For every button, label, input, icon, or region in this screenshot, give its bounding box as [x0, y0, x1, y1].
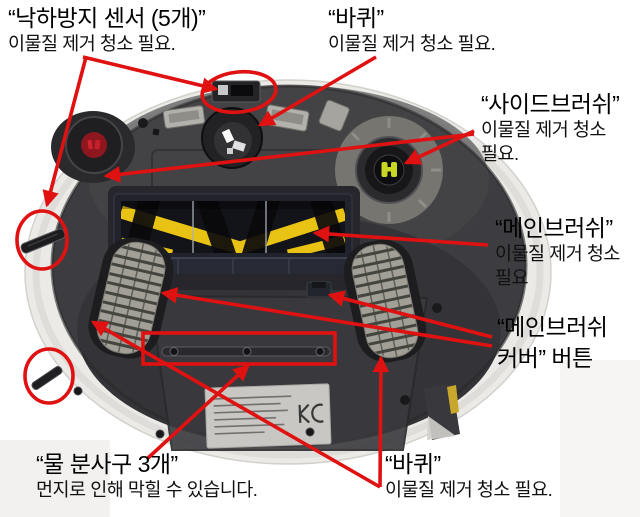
callout-side-brush: “사이드브러쉬” 이물질 제거 청소 필요. [481, 90, 620, 166]
annotation-arrow-drop-sensor-front [82, 55, 219, 94]
sensor-window [318, 99, 350, 132]
red-annotations [15, 55, 493, 489]
callout-title: “바퀴” [328, 5, 384, 31]
annotation-arrow-wheel-right [372, 355, 390, 488]
callout-cover-button: “메인브러쉬 커버” 버튼 [497, 312, 608, 374]
callout-desc: 이물질 제거 청소 [495, 243, 620, 264]
callout-title: “바퀴” [385, 451, 441, 477]
callout-desc: 필요 [495, 267, 529, 288]
callout-desc: 필요. [481, 143, 519, 164]
water-nozzles [161, 346, 331, 357]
wheel-left [88, 237, 174, 359]
sensor-window [162, 105, 206, 129]
annotation-arrow-caster-wheel [257, 55, 377, 127]
annotation-rect-water-nozzles [141, 331, 337, 366]
side-brush-mount-left [51, 111, 135, 183]
annotation-arrow-wheel-left [90, 320, 381, 489]
callout-desc: 이물질 제거 청소 필요. [8, 33, 176, 54]
product-label [204, 383, 332, 449]
callout-water-nozzle: “물 분사구 3개” 먼지로 인해 막힐 수 있습니다. [36, 450, 258, 502]
cliff-sensor-front [211, 80, 261, 103]
callout-title: “사이드브러쉬” [481, 91, 620, 117]
annotation-circle-left-sensor [15, 209, 69, 271]
mop-corner [424, 384, 460, 440]
callout-title: “물 분사구 3개” [36, 451, 178, 477]
annotation-circle-front-sensor [200, 69, 278, 115]
callout-desc: 이물질 제거 청소 필요. [328, 33, 496, 54]
cliff-sensor-bottom-left [31, 366, 63, 390]
callout-desc: 이물질 제거 청소 [481, 119, 606, 140]
annotation-arrow-water-nozzles [146, 364, 250, 460]
callout-title: “메인브러쉬” [495, 215, 613, 241]
photo-floor-shade [560, 360, 640, 517]
callout-desc: 먼지로 인해 막힐 수 있습니다. [36, 479, 258, 500]
callout-title: “메인브러쉬 [497, 314, 608, 340]
cliff-sensor-left [20, 228, 66, 254]
callout-wheel-top: “바퀴” 이물질 제거 청소 필요. [328, 4, 496, 56]
callout-desc: 이물질 제거 청소 필요. [385, 479, 553, 500]
brush-cover-clip-right [306, 281, 332, 298]
callout-title: 커버” 버튼 [497, 345, 593, 371]
callout-main-brush: “메인브러쉬” 이물질 제거 청소 필요 [495, 214, 620, 290]
photo-floor-shade [0, 440, 110, 517]
annotation-arrow-cover-clip-left [160, 287, 493, 348]
plate-holes [138, 118, 442, 405]
caster-wheel [201, 107, 263, 169]
annotation-arrow-main-brush [312, 225, 489, 247]
kc-mark [298, 403, 324, 424]
annotation-circle-bottom-left-sensor [23, 347, 75, 405]
callout-drop-sensor: “낙하방지 센서 (5개)” 이물질 제거 청소 필요. [8, 4, 206, 56]
screws [73, 386, 315, 439]
robot-underside [20, 79, 552, 465]
annotation-arrow-cover-clip-right [327, 290, 493, 339]
annotation-arrow-side-brush-left [103, 132, 475, 183]
callout-title: “낙하방지 센서 (5개)” [8, 5, 206, 31]
annotation-arrow-drop-sensor-left [42, 56, 88, 208]
callout-wheel-bottom: “바퀴” 이물질 제거 청소 필요. [385, 450, 553, 502]
